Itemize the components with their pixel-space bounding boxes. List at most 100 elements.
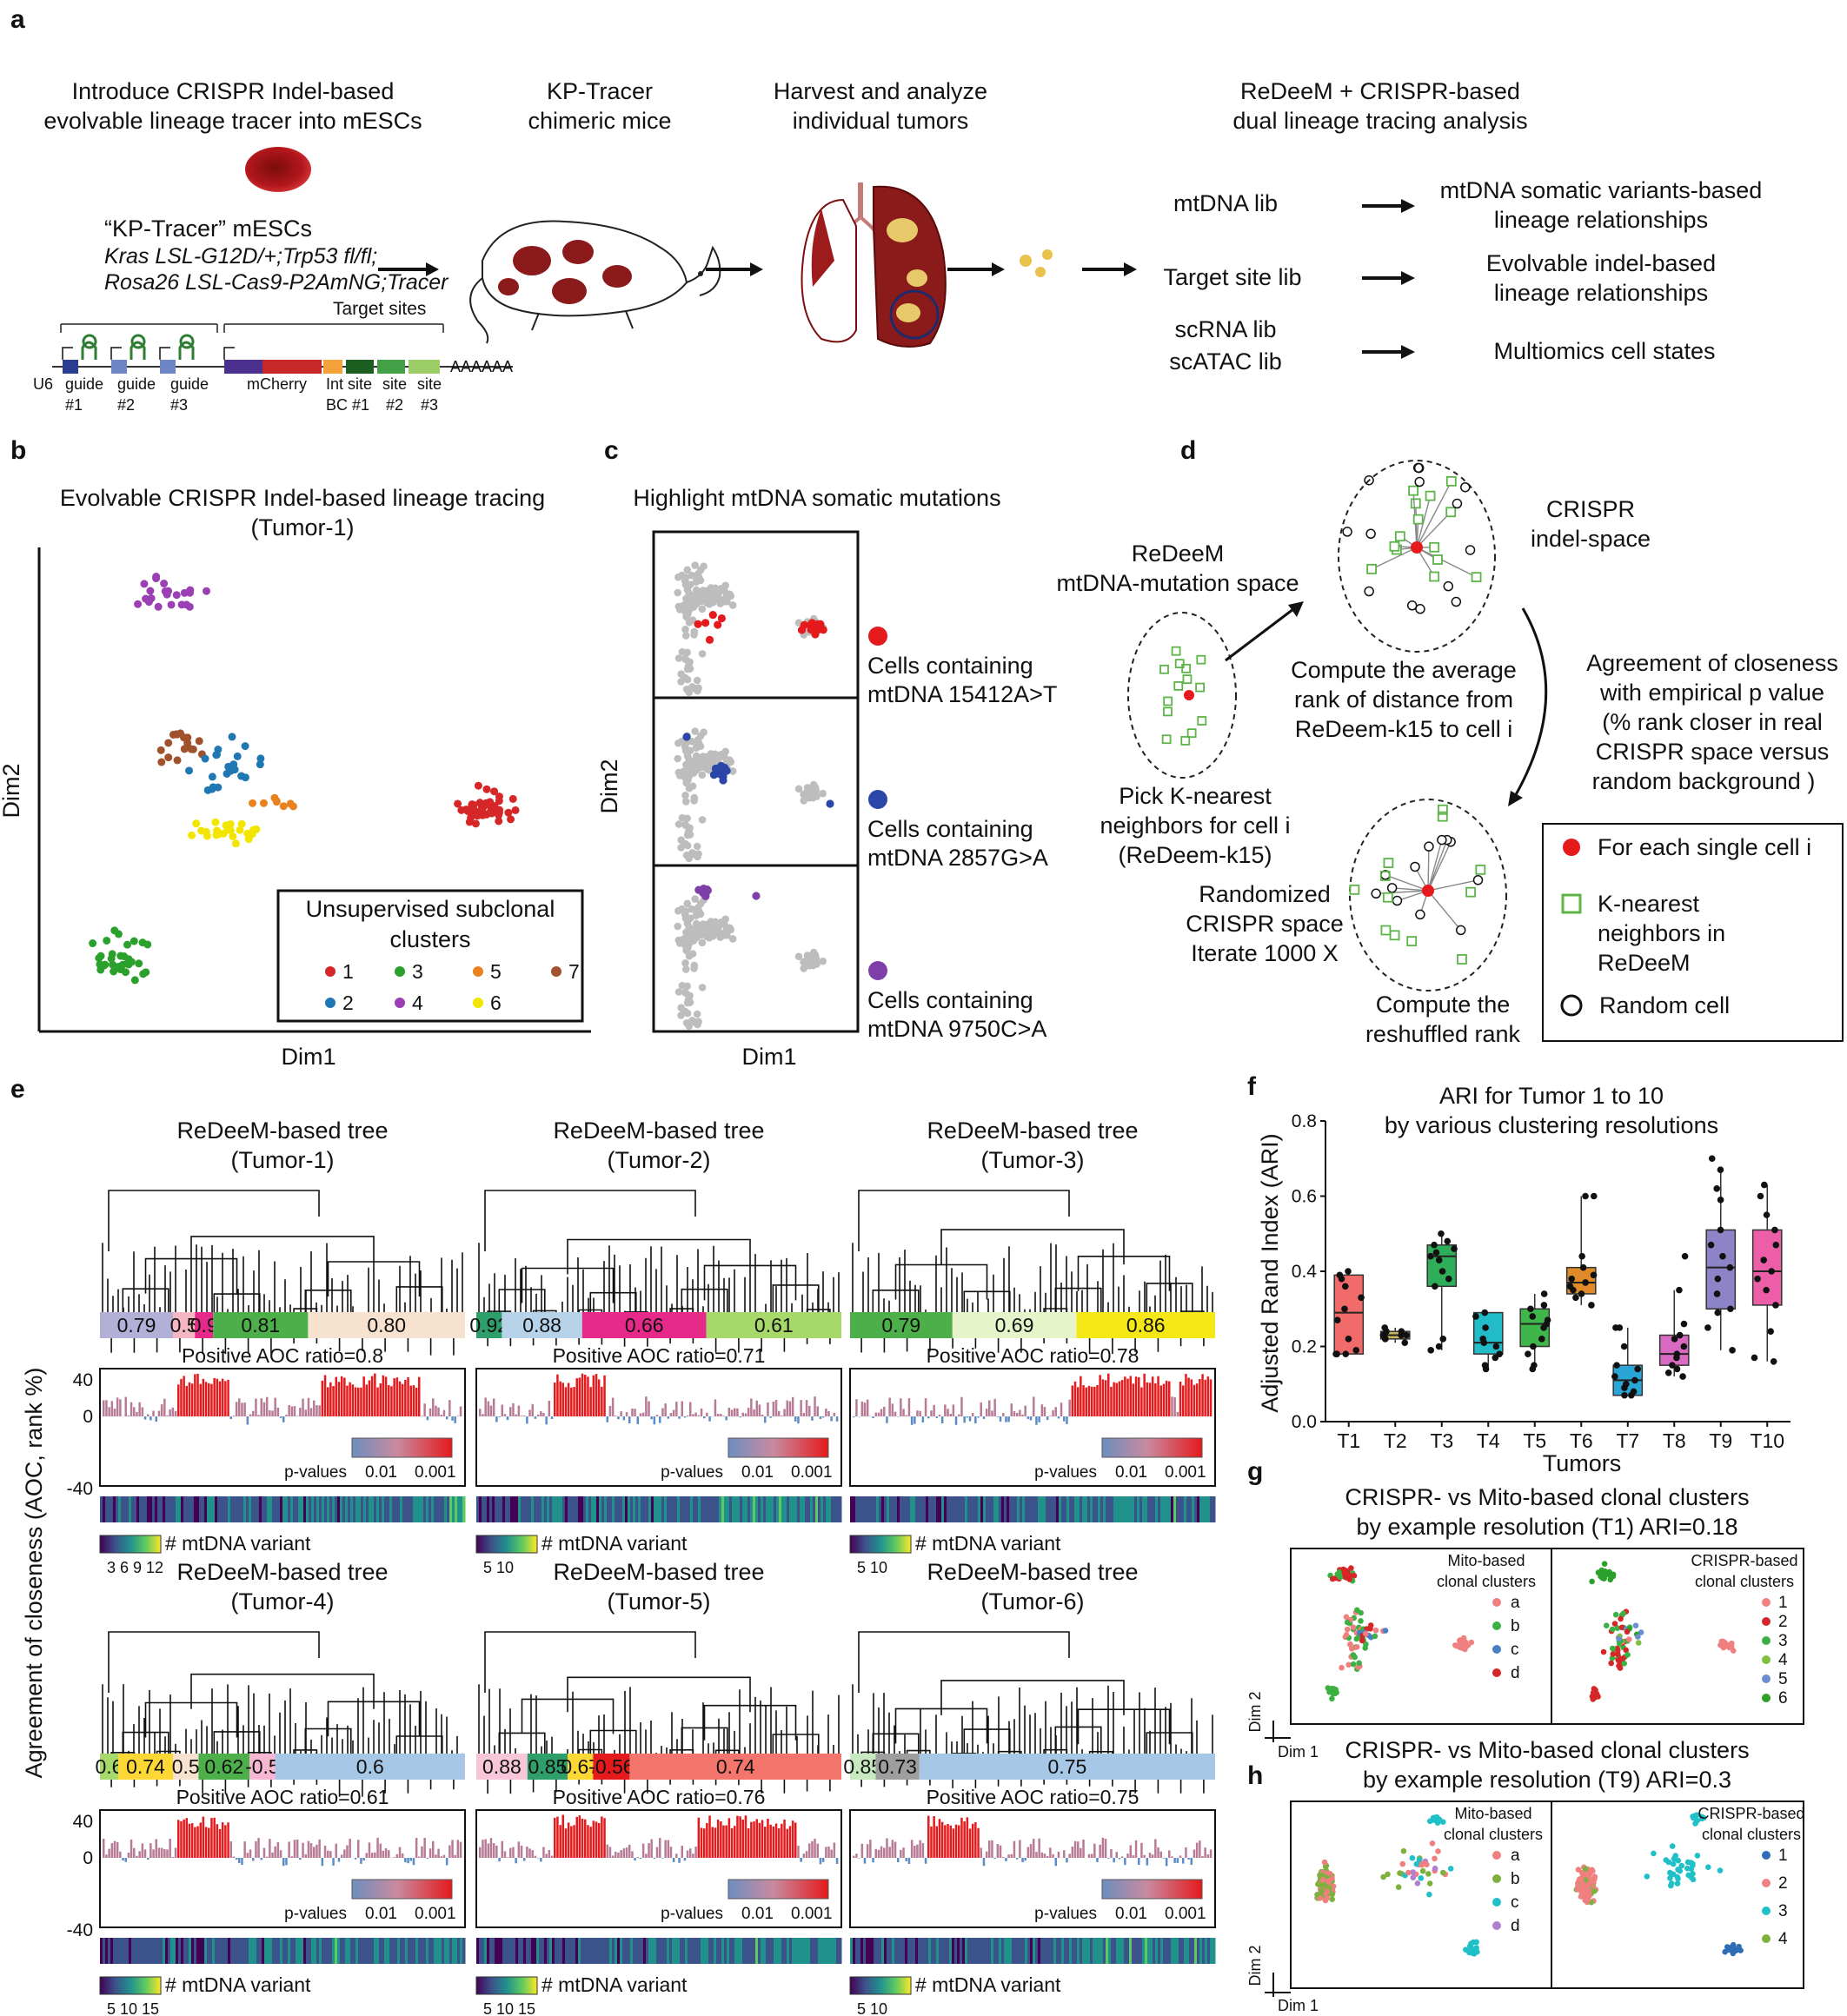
aoc-bar bbox=[570, 1826, 573, 1858]
aoc-bar bbox=[683, 1858, 687, 1861]
variant-cell bbox=[897, 1496, 900, 1522]
ari-point bbox=[1623, 1380, 1630, 1388]
aoc-bar bbox=[924, 1398, 927, 1416]
variant-cell bbox=[920, 1938, 924, 1964]
aoc-bar bbox=[902, 1409, 905, 1416]
p-value-tick: 0.001 bbox=[791, 1463, 833, 1482]
legend-marker bbox=[1762, 1617, 1771, 1626]
aoc-bar bbox=[985, 1851, 988, 1858]
aoc-bar bbox=[730, 1827, 734, 1858]
background-cell-point bbox=[688, 683, 696, 691]
aoc-bar bbox=[1073, 1840, 1077, 1858]
aoc-bar bbox=[246, 1416, 249, 1425]
clone-segment bbox=[706, 1312, 841, 1338]
variant-cell bbox=[813, 1496, 816, 1522]
aoc-bar bbox=[869, 1840, 872, 1858]
aoc-bar bbox=[185, 1818, 188, 1858]
aoc-bar bbox=[1195, 1383, 1199, 1416]
lib-scatac: scATAC lib bbox=[1169, 348, 1282, 375]
distance-line bbox=[1416, 547, 1477, 578]
aoc-bar bbox=[293, 1840, 296, 1858]
aoc-bar bbox=[1165, 1858, 1168, 1867]
variant-cell bbox=[215, 1496, 218, 1522]
aoc-bar bbox=[293, 1406, 296, 1416]
variant-cell bbox=[674, 1938, 678, 1964]
variant-cell bbox=[1025, 1496, 1028, 1522]
cell-point bbox=[1614, 1625, 1621, 1631]
aoc-bar bbox=[564, 1828, 568, 1858]
aoc-bar bbox=[512, 1403, 515, 1416]
aoc-bar bbox=[1151, 1854, 1154, 1858]
aoc-bar bbox=[407, 1858, 409, 1864]
variant-cell bbox=[309, 1938, 312, 1964]
aoc-bar bbox=[960, 1817, 963, 1858]
aoc-bar bbox=[603, 1818, 606, 1858]
ari-point bbox=[1333, 1316, 1341, 1324]
aoc-bar bbox=[628, 1416, 631, 1423]
aoc-bar bbox=[694, 1847, 697, 1858]
aoc-bar bbox=[1077, 1841, 1080, 1858]
legend-marker bbox=[1492, 1898, 1501, 1907]
aoc-bar bbox=[246, 1853, 249, 1858]
variant-cell bbox=[703, 1496, 707, 1522]
variant-cell bbox=[531, 1496, 535, 1522]
ari-point bbox=[1671, 1336, 1678, 1343]
aoc-bar bbox=[894, 1411, 897, 1416]
variant-cell bbox=[1038, 1938, 1041, 1964]
cluster-1-point bbox=[479, 803, 488, 812]
variant-cell bbox=[479, 1938, 482, 1964]
aoc-bar bbox=[791, 1396, 794, 1416]
aoc-bar bbox=[777, 1410, 781, 1416]
aoc-bar bbox=[208, 1827, 210, 1858]
cell-point bbox=[1324, 1894, 1330, 1901]
variant-cell bbox=[353, 1938, 356, 1964]
aoc-bar bbox=[1040, 1404, 1044, 1416]
box-T3 bbox=[1426, 1243, 1458, 1288]
aoc-bar bbox=[188, 1823, 191, 1858]
panel-c-scatter bbox=[674, 561, 834, 1031]
aoc-bar bbox=[777, 1828, 781, 1858]
aoc-bar bbox=[587, 1376, 589, 1416]
aoc-bar bbox=[863, 1858, 867, 1864]
variant-cell bbox=[884, 1938, 887, 1964]
cluster-6-point bbox=[236, 826, 244, 834]
ari-point bbox=[1540, 1290, 1548, 1297]
clone-segment-aoc: 0.81 bbox=[241, 1314, 280, 1336]
aoc-bar bbox=[897, 1858, 900, 1862]
variant-cell bbox=[1163, 1496, 1166, 1522]
random-cell-circle bbox=[1392, 895, 1403, 906]
variant-cell bbox=[887, 1938, 890, 1964]
aoc-bar bbox=[617, 1416, 620, 1420]
arrow-head-icon bbox=[750, 262, 763, 276]
ari-point bbox=[1669, 1362, 1676, 1369]
background-cell-point bbox=[698, 984, 707, 991]
ari-point bbox=[1760, 1257, 1768, 1263]
aoc-bar bbox=[988, 1840, 991, 1858]
aoc-bar bbox=[1129, 1376, 1132, 1416]
aoc-bar bbox=[974, 1416, 977, 1423]
variant-cell bbox=[228, 1938, 231, 1964]
variant-cell bbox=[191, 1496, 195, 1522]
variant-cell bbox=[497, 1938, 501, 1964]
aoc-bar bbox=[526, 1416, 528, 1424]
clone-segment bbox=[100, 1754, 118, 1780]
panel-h-left-legend-title1: Mito-based bbox=[1454, 1805, 1531, 1822]
aoc-bar bbox=[1066, 1416, 1068, 1424]
background-cell-point bbox=[716, 597, 725, 606]
aoc-bar bbox=[641, 1843, 645, 1858]
background-cell-point bbox=[681, 632, 690, 640]
aoc-bar bbox=[797, 1416, 800, 1424]
aoc-bar bbox=[515, 1414, 517, 1416]
aoc-bar bbox=[545, 1416, 548, 1425]
variant-cell bbox=[853, 1938, 856, 1964]
aoc-bar bbox=[409, 1385, 412, 1416]
variant-cell bbox=[967, 1938, 971, 1964]
variant-cell bbox=[1046, 1938, 1049, 1964]
compute-line2: rank of distance from bbox=[1294, 686, 1513, 713]
aoc-bar bbox=[584, 1819, 587, 1858]
legend-cluster-5-marker bbox=[473, 966, 483, 977]
variant-cell bbox=[737, 1938, 741, 1964]
